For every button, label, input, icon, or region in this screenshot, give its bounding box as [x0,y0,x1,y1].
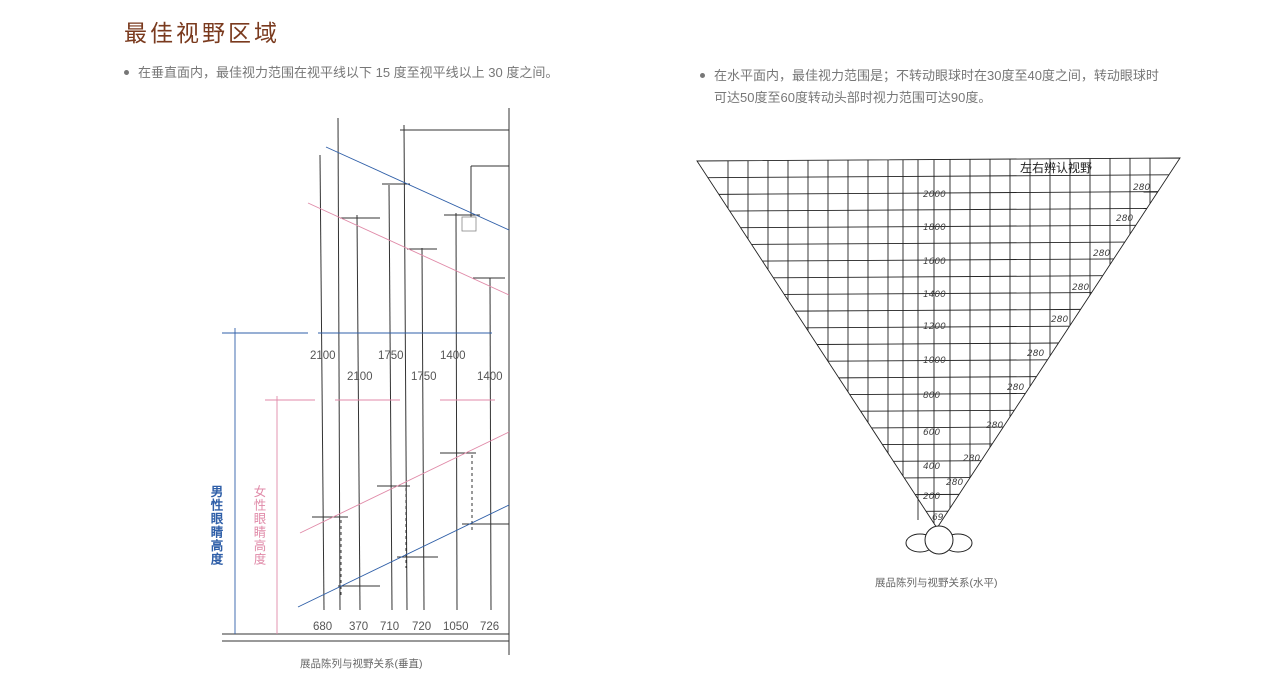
grid-row-line [806,325,1070,329]
depth-label: 69 [932,513,944,523]
sight-post [337,117,341,611]
grid-row-line [762,258,1114,262]
depth-label: 1600 [923,257,946,267]
female-sight-lines [265,202,510,634]
depth-label: 1800 [923,223,946,233]
sight-post [319,154,325,611]
male-lower-sight-line [297,504,510,608]
top-label-1400-b: 1400 [477,371,503,383]
grid-row-line [882,443,993,446]
depth-label: 200 [923,492,940,502]
sight-post [356,214,361,611]
top-label-2100-b: 2100 [347,371,373,383]
bottom-label-710: 710 [380,621,399,633]
grid-row-line [773,275,1103,279]
grid-row-line [729,208,1147,212]
bottom-label-726: 726 [480,621,499,633]
female-lower-sight-line [299,431,510,534]
depth-labels: 2000 1800 1600 1400 1200 1000 800 600 400 200 69 [923,190,946,523]
depth-label: 1000 [923,356,946,366]
page-title: 最佳视野区域 [124,21,280,46]
width-label: 280 [1051,315,1068,325]
grid-row-line [849,393,1026,395]
bullet-horizontal-vision: 在水平面内，最佳视力范围是；不转动眼球时在30度至40度之间，转动眼球时可达50… [700,65,1164,109]
grid-row-line [816,342,1059,345]
vision-triangle [696,157,1181,529]
sight-post [421,247,425,611]
width-label: 280 [1072,283,1089,293]
depth-label: 800 [923,391,940,401]
bullet-vertical-vision: 在垂直面内，最佳视力范围在视平线以下 15 度至视平线以上 30 度之间。 [124,62,638,84]
width-label: 280 [1007,383,1024,393]
bottom-label-680: 680 [313,621,332,633]
grid-row-line [718,191,1158,195]
grid-row-line [838,376,1037,379]
female-eye-height-label: 女性眼睛高度 [252,484,267,566]
bottom-label-370: 370 [349,621,368,633]
marker-square-icon [461,216,477,232]
male-sight-lines [222,146,510,634]
top-label-1750: 1750 [378,350,404,362]
grid-row-line [827,359,1048,362]
sight-post [403,124,408,611]
width-label: 280 [1027,349,1044,359]
horizontal-diagram-caption: 展品陈列与视野关系(水平) [875,576,998,589]
grid-row-line [795,308,1081,312]
width-label: 280 [946,478,963,488]
width-label: 280 [1133,183,1150,193]
depth-label: 1400 [923,290,946,300]
bullet-vertical-text: 在垂直面内，最佳视力范围在视平线以下 15 度至视平线以上 30 度之间。 [138,65,559,80]
sight-post [489,277,492,611]
depth-label: 400 [923,462,940,472]
depth-label: 1200 [923,322,946,332]
grid-row-line [751,241,1125,245]
width-label: 280 [1116,214,1133,224]
grid-row-line [893,460,982,462]
sight-post [388,184,393,611]
grid-row-line [860,409,1015,412]
female-upper-sight-line [307,202,510,296]
width-label: 280 [1093,249,1110,259]
depth-label: 2000 [923,190,946,200]
bullet-dot-icon [124,70,129,75]
grid-row-line [871,426,1004,429]
bullet-horizontal-text: 在水平面内，最佳视力范围是；不转动眼球时在30度至40度之间，转动眼球时可达50… [714,68,1159,105]
width-label: 280 [986,421,1003,431]
horizontal-diagram [696,157,1181,529]
vertical-diagram-caption: 展品陈列与视野关系(垂直) [300,657,423,670]
grid-row-line [707,174,1169,179]
top-label-1750-b: 1750 [411,371,437,383]
width-labels: 280 280 280 280 280 280 280 280 280 280 [946,183,1150,488]
grid-row-line [784,292,1092,295]
width-label: 280 [963,454,980,464]
viewer-head-icon [905,525,973,555]
sight-post [455,212,458,611]
bullet-dot-icon [700,73,705,78]
male-upper-sight-line [325,146,510,231]
top-label-2100: 2100 [310,350,336,362]
horizontal-header-label: 左右辨认视野 [1020,160,1092,175]
bottom-label-720: 720 [412,621,431,633]
male-eye-height-label: 男性眼睛高度 [209,485,224,566]
depth-label: 600 [923,428,940,438]
bottom-label-1050: 1050 [443,621,469,633]
top-label-1400: 1400 [440,350,466,362]
